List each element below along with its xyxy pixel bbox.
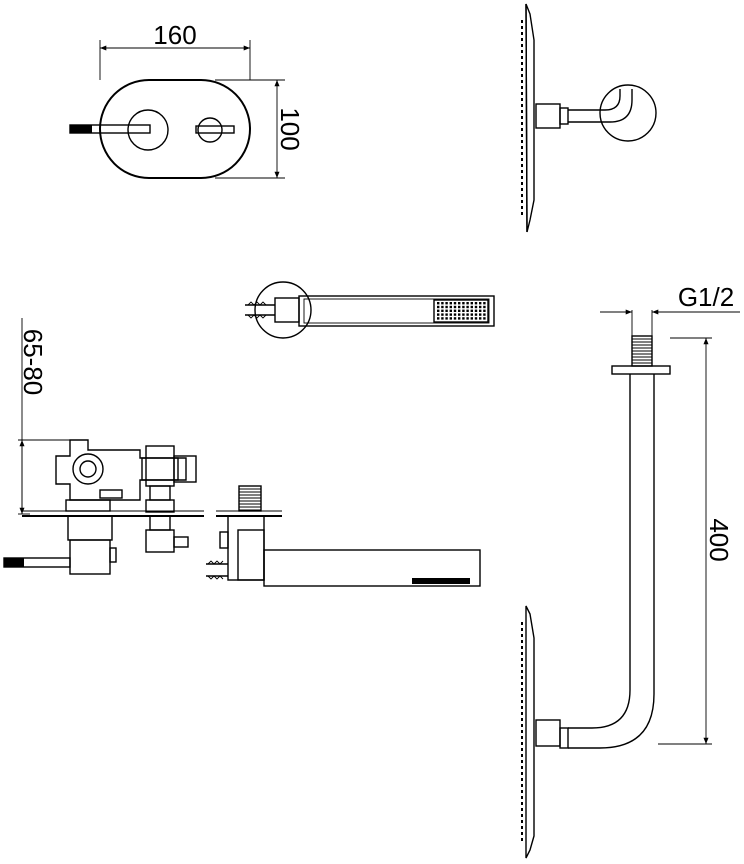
nozzle-dot <box>466 317 469 320</box>
nozzle-dot <box>470 305 473 309</box>
nozzle-dot <box>437 313 440 316</box>
nozzle-dot <box>458 302 461 305</box>
nozzle-dot <box>462 317 465 320</box>
dimension-plate-width: 160 <box>99 20 251 80</box>
nozzle-dot <box>462 305 465 309</box>
nozzle-dot <box>470 309 473 312</box>
nozzle-dot <box>437 302 440 305</box>
nozzle-dot <box>441 309 444 312</box>
shower-head-side-icon <box>521 3 657 233</box>
dim-label-65-80: 65-80 <box>18 329 48 396</box>
dimension-plate-height: 100 <box>215 79 305 179</box>
nozzle-dot <box>445 317 448 320</box>
ceiling-arm-with-head-icon: G1/2 400 <box>521 282 740 859</box>
nozzle-dot <box>483 309 486 312</box>
nozzle-dot <box>445 313 448 316</box>
nozzle-dot <box>441 305 444 309</box>
nozzle-dot <box>466 305 469 309</box>
hand-shower-icon <box>245 281 495 339</box>
nozzle-dot <box>453 313 457 316</box>
nozzle-dot <box>462 302 465 305</box>
nozzle-dot <box>470 317 473 320</box>
nozzle-dot <box>453 317 457 320</box>
nozzle-dot <box>449 302 452 305</box>
nozzle-dot <box>441 302 444 305</box>
nozzle-dot <box>474 305 478 309</box>
nozzle-dot <box>479 305 482 309</box>
nozzle-dot <box>474 317 478 320</box>
nozzle-dot <box>462 309 465 312</box>
nozzle-dot <box>466 302 469 305</box>
nozzle-dot <box>437 305 440 309</box>
nozzle-dot <box>474 313 478 316</box>
nozzle-dot <box>479 309 482 312</box>
nozzle-dot <box>479 313 482 316</box>
nozzle-dot <box>479 317 482 320</box>
dim-label-100: 100 <box>275 107 305 150</box>
nozzle-dot <box>449 313 452 316</box>
nozzle-dot <box>474 309 478 312</box>
nozzle-dot <box>453 302 457 305</box>
mixer-body-side-icon <box>3 439 204 575</box>
nozzle-dot <box>479 302 482 305</box>
nozzle-dot <box>458 305 461 309</box>
nozzle-dot <box>441 317 444 320</box>
nozzle-dot <box>483 305 486 309</box>
nozzle-dot <box>449 305 452 309</box>
nozzle-dot <box>445 309 448 312</box>
nozzle-dot <box>462 313 465 316</box>
nozzle-dot <box>449 317 452 320</box>
nozzle-dot <box>483 317 486 320</box>
nozzle-dot <box>474 302 478 305</box>
nozzle-dot <box>466 309 469 312</box>
nozzle-dot <box>458 309 461 312</box>
dim-label-160: 160 <box>153 20 196 50</box>
nozzle-dot <box>483 302 486 305</box>
nozzle-dot <box>470 302 473 305</box>
bath-spout-icon <box>206 485 481 587</box>
nozzle-dot <box>441 313 444 316</box>
nozzle-dot <box>453 305 457 309</box>
nozzle-dot <box>458 313 461 316</box>
dim-label-g1-2: G1/2 <box>678 282 734 312</box>
nozzle-dot <box>466 313 469 316</box>
nozzle-dot <box>470 313 473 316</box>
nozzle-dot <box>437 317 440 320</box>
concealed-mixer-plate-icon <box>69 79 251 179</box>
dimension-wall-depth: 65-80 <box>18 318 70 515</box>
nozzle-dot <box>449 309 452 312</box>
nozzle-dot <box>437 309 440 312</box>
nozzle-dot <box>445 302 448 305</box>
nozzle-dot <box>458 317 461 320</box>
dim-label-400: 400 <box>704 518 734 561</box>
nozzle-dot <box>445 305 448 309</box>
nozzle-dot <box>453 309 457 312</box>
nozzle-dot <box>483 313 486 316</box>
